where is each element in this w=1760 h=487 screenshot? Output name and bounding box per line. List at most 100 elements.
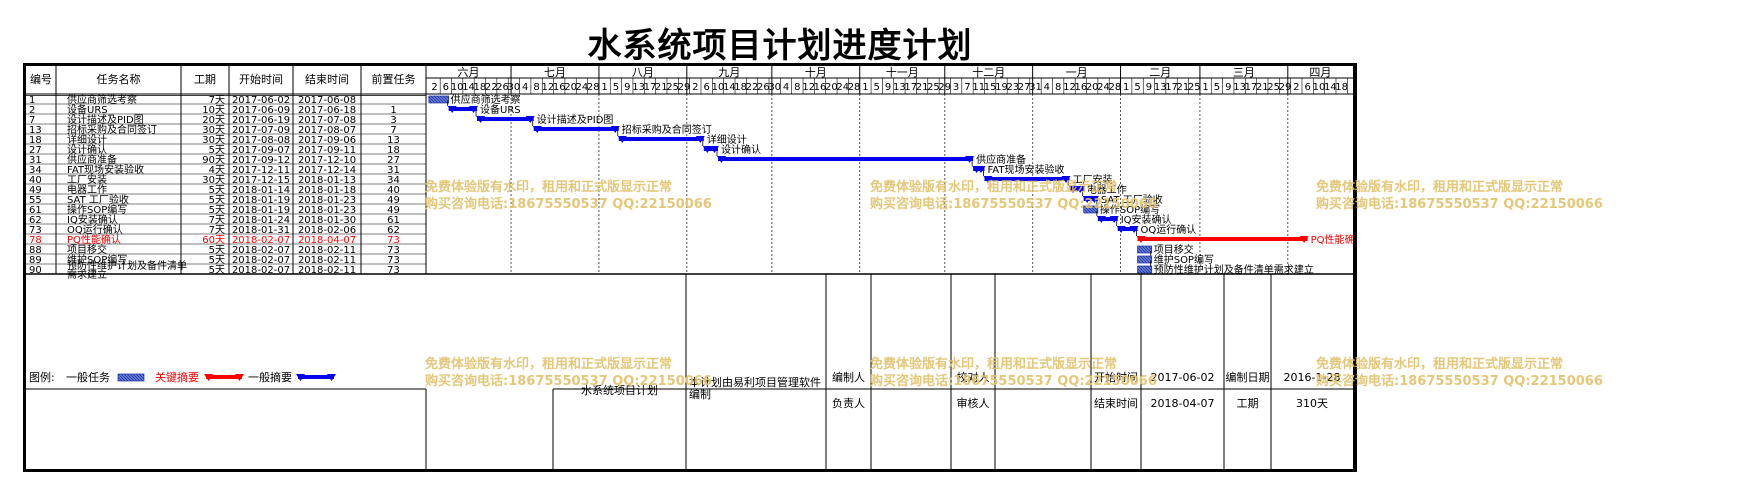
day-tick-label: 12 xyxy=(802,82,815,93)
task-pred: 73 xyxy=(387,265,400,276)
day-tick-label: 26 xyxy=(496,82,509,93)
task-bar-summary xyxy=(618,137,704,141)
day-tick-label: 13 xyxy=(893,82,906,93)
watermark: 免费体验版有水印，租用和正式版显示正常购买咨询电话:18675550537 QQ… xyxy=(425,180,712,212)
task-pred: 18 xyxy=(387,145,400,156)
task-bar-normal xyxy=(1137,265,1153,274)
legend-critical-swatch xyxy=(206,375,242,379)
task-id: 2 xyxy=(29,105,35,116)
task-pred: 73 xyxy=(387,245,400,256)
task-id: 90 xyxy=(29,265,42,276)
task-duration: 5天 xyxy=(209,265,225,276)
column-header: 编号 xyxy=(30,72,52,86)
task-pred: 31 xyxy=(387,165,400,176)
summary-end-cap xyxy=(1075,186,1085,193)
watermark: 免费体验版有水印，租用和正式版显示正常购买咨询电话:18675550537 QQ… xyxy=(870,180,1157,212)
month-label: 七月 xyxy=(544,66,566,79)
summary-end-cap xyxy=(965,156,975,163)
day-tick-label: 18 xyxy=(734,82,747,93)
bar-label: SAT 工厂验收 xyxy=(1101,193,1163,206)
task-id: 88 xyxy=(29,245,42,256)
compiler-label: 编制人 xyxy=(832,370,865,384)
start-time-label: 开始时间 xyxy=(1094,370,1138,384)
task-id: 62 xyxy=(29,215,42,226)
task-id: 73 xyxy=(29,225,42,236)
summary-end-cap xyxy=(610,126,620,133)
summary-start-cap xyxy=(617,136,627,143)
task-duration: 5天 xyxy=(209,255,225,266)
bar-label: 供应商准备 xyxy=(976,153,1026,166)
day-tick-label: 25 xyxy=(1267,82,1280,93)
task-name-cont: 需求建立 xyxy=(67,268,107,281)
task-pred: 7 xyxy=(390,125,396,136)
reviewer-label: 审核人 xyxy=(957,396,990,410)
task-name: PQ性能确认 xyxy=(67,233,121,246)
task-end: 2018-01-18 xyxy=(298,185,356,196)
month-label: 八月 xyxy=(632,66,654,79)
day-tick-label: 10 xyxy=(1313,82,1326,93)
compile-date-value: 2016-1-28 xyxy=(1284,371,1341,384)
task-duration: 5天 xyxy=(209,245,225,256)
task-end: 2017-07-08 xyxy=(298,115,356,126)
task-id: 7 xyxy=(29,115,35,126)
task-duration: 4天 xyxy=(209,165,225,176)
task-duration: 5天 xyxy=(209,195,225,206)
task-end: 2017-12-14 xyxy=(298,165,356,176)
bar-label: 设计确认 xyxy=(721,143,761,156)
watermark: 免费体验版有水印，租用和正式版显示正常购买咨询电话:18675550537 QQ… xyxy=(1316,357,1603,389)
task-end: 2017-06-18 xyxy=(298,105,356,116)
task-start: 2018-01-19 xyxy=(232,205,290,216)
day-tick-label: 21 xyxy=(655,82,668,93)
day-tick-label: 4 xyxy=(522,82,528,93)
task-pred: 73 xyxy=(387,255,400,266)
task-name: 供应商筛选考察 xyxy=(67,93,137,106)
task-bar-summary xyxy=(533,127,619,131)
column-header: 结束时间 xyxy=(305,73,349,86)
task-duration: 60天 xyxy=(202,235,225,246)
day-tick-label: 29 xyxy=(1279,82,1292,93)
task-duration: 5天 xyxy=(209,185,225,196)
day-tick-label: 12 xyxy=(542,82,555,93)
legend-critical-cap xyxy=(204,374,213,381)
chart-title: 水系统项目计划进度计划 xyxy=(587,26,973,66)
day-tick-label: 20 xyxy=(564,82,577,93)
summary-start-cap xyxy=(1082,196,1092,203)
day-tick-label: 10 xyxy=(712,82,725,93)
month-label: 十月 xyxy=(805,66,827,79)
task-pred: 27 xyxy=(387,155,400,166)
day-tick-label: 9 xyxy=(885,82,891,93)
legend-normal-swatch xyxy=(117,373,145,382)
task-bar-summary xyxy=(1097,217,1118,221)
task-name: 工厂安装 xyxy=(67,173,107,186)
duration-value: 310天 xyxy=(1296,397,1328,410)
summary-end-cap xyxy=(1089,196,1099,203)
summary-end-cap xyxy=(1061,176,1071,183)
task-duration: 30天 xyxy=(202,125,225,136)
compile-date-label: 编制日期 xyxy=(1226,370,1270,384)
day-tick-label: 29 xyxy=(678,82,691,93)
day-tick-label: 13 xyxy=(1154,82,1167,93)
summary-end-cap xyxy=(976,166,986,173)
legend-normal-label: 一般任务 xyxy=(66,371,110,384)
day-tick-label: 7 xyxy=(964,82,970,93)
watermark: 免费体验版有水印，租用和正式版显示正常购买咨询电话:18675550537 QQ… xyxy=(870,357,1157,389)
plan-name: 水系统项目计划 xyxy=(581,384,658,397)
day-tick-label: 8 xyxy=(533,82,539,93)
task-duration: 30天 xyxy=(202,135,225,146)
summary-end-cap xyxy=(709,146,719,153)
checker-label: 校对人 xyxy=(957,370,990,384)
month-label: 九月 xyxy=(718,66,740,79)
day-tick-label: 13 xyxy=(632,82,645,93)
task-bar-summary xyxy=(984,177,1070,181)
day-tick-label: 24 xyxy=(836,82,849,93)
task-id: 1 xyxy=(29,95,35,106)
day-tick-label: 17 xyxy=(1245,82,1258,93)
task-end: 2017-09-11 xyxy=(298,145,356,156)
task-bar-summary xyxy=(477,117,534,121)
task-name: OQ运行确认 xyxy=(67,223,123,236)
legend-summary-cap xyxy=(296,374,305,381)
task-end: 2018-02-11 xyxy=(298,265,356,276)
day-tick-label: 1 xyxy=(1202,82,1208,93)
day-tick-label: 9 xyxy=(1225,82,1231,93)
day-tick-label: 24 xyxy=(576,82,589,93)
